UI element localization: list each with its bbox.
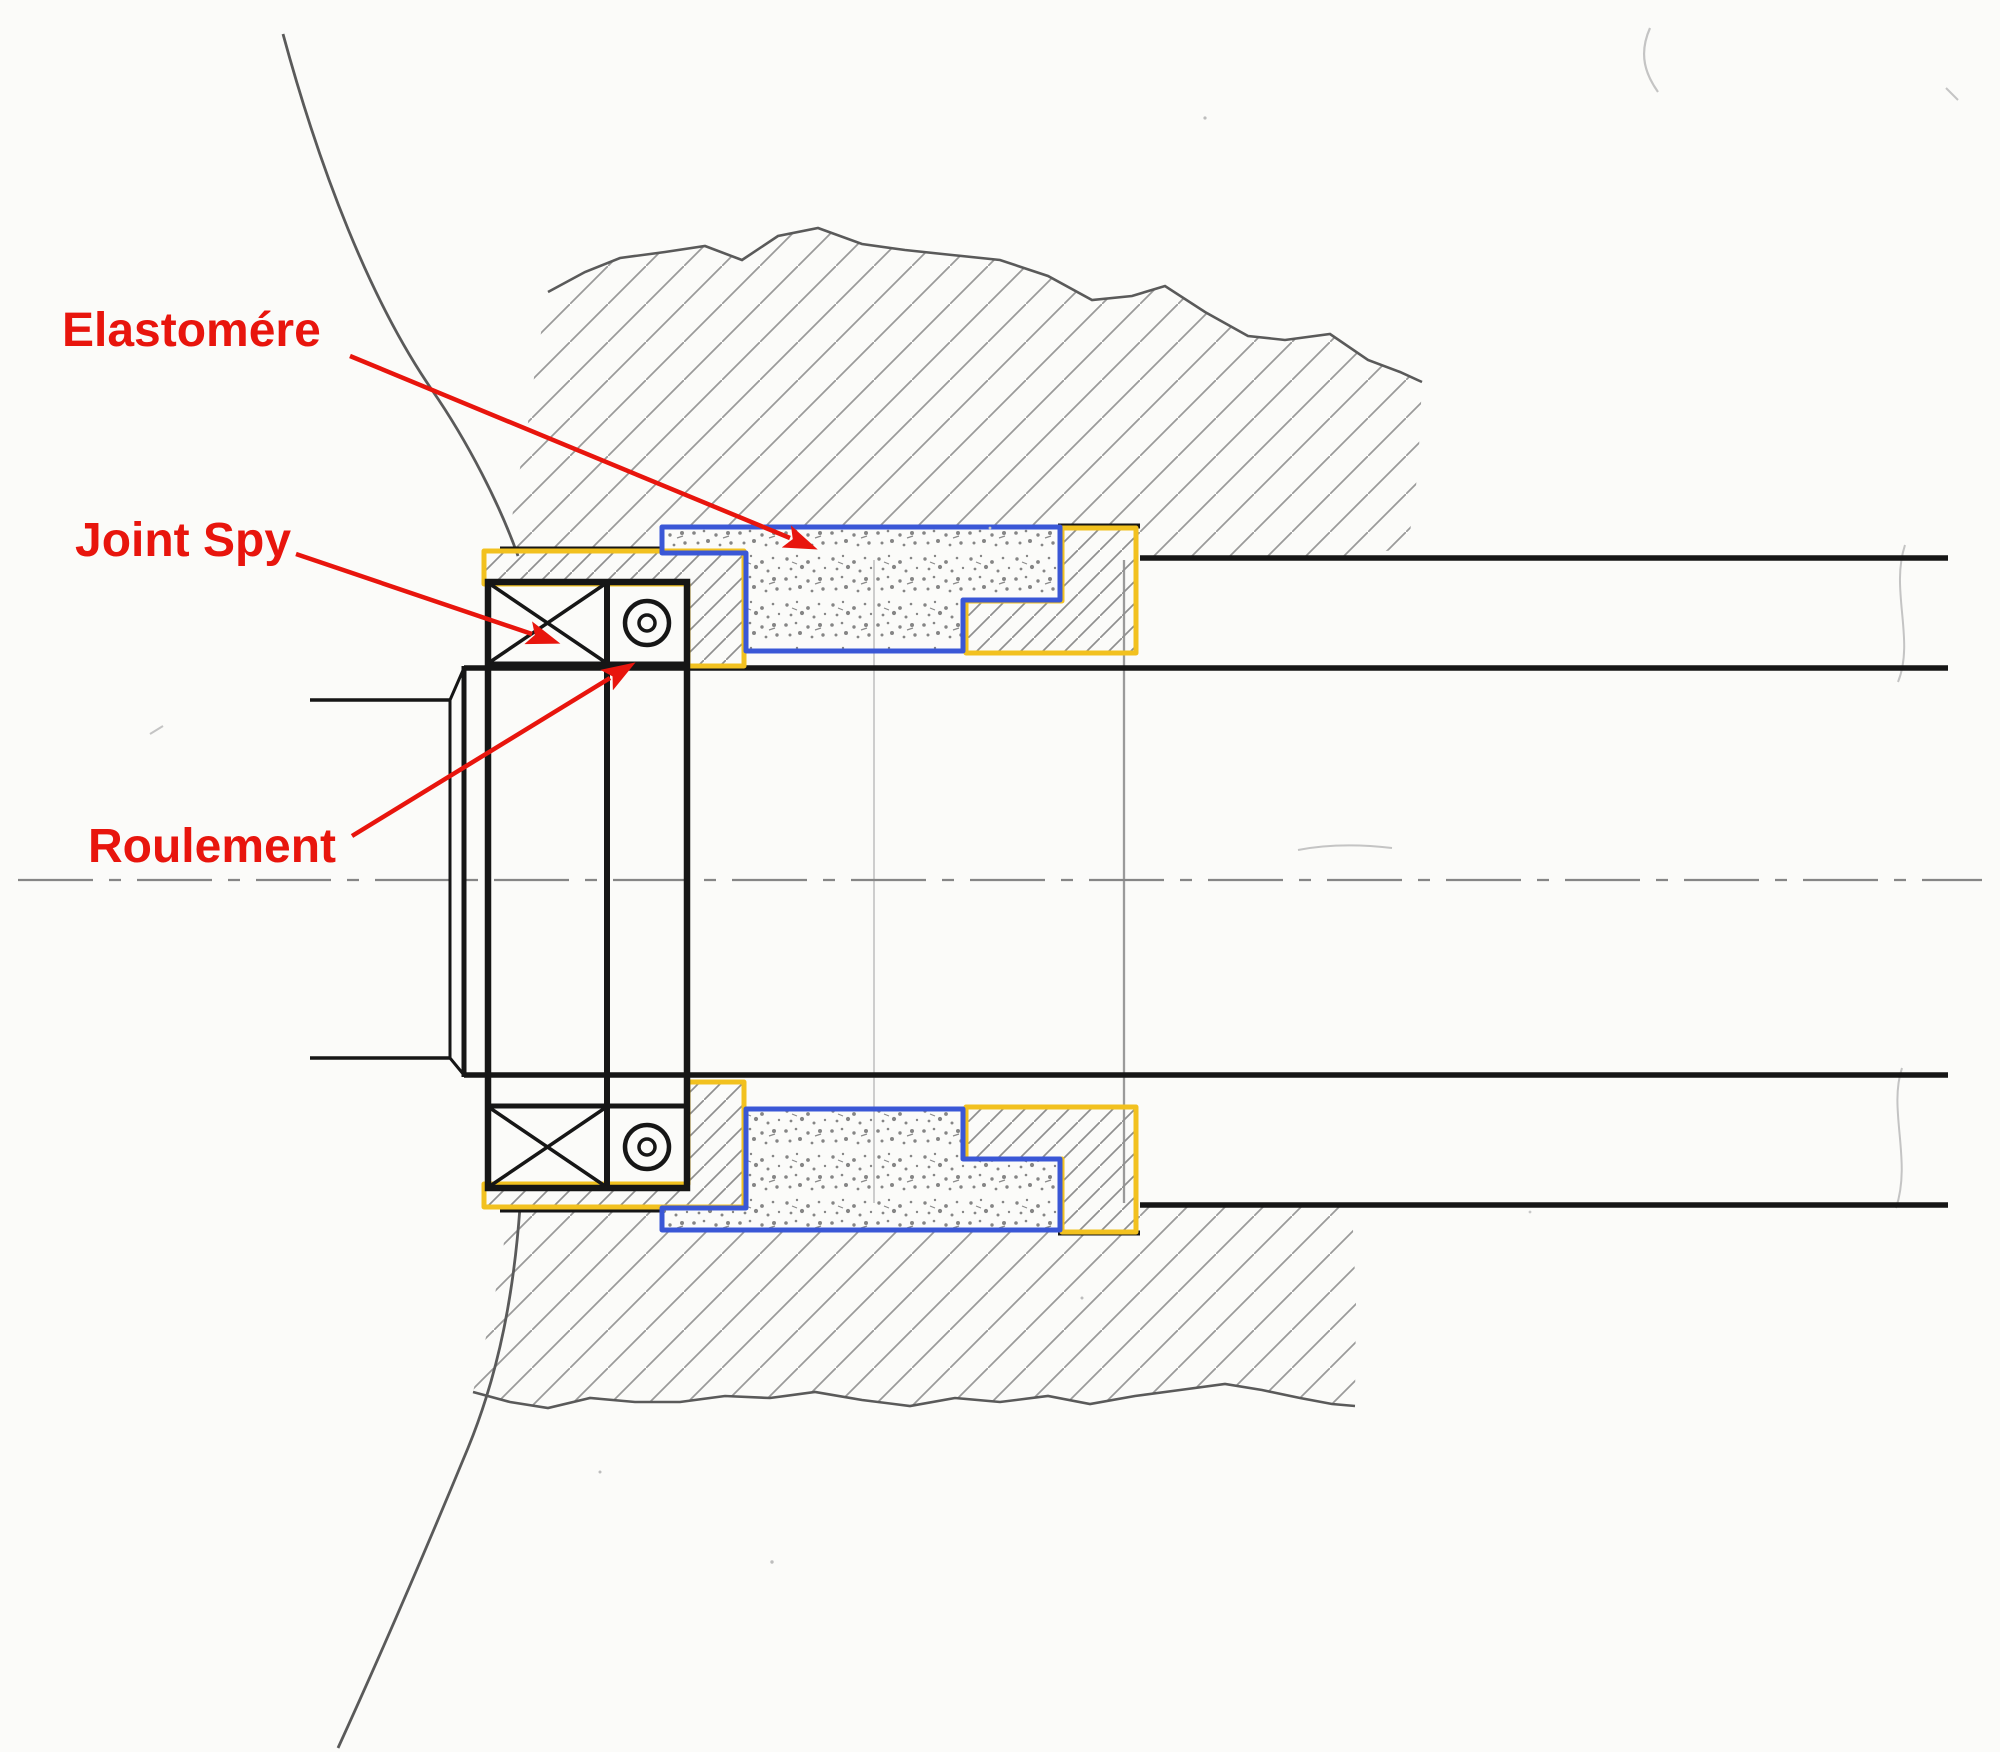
stray-dot <box>770 1560 774 1564</box>
stray-tick <box>149 725 164 735</box>
shaft <box>310 555 1948 1208</box>
lip-seal-crossed-box-top <box>489 582 606 664</box>
bearing-ball-bottom <box>622 1122 672 1172</box>
lip-seal-crossed-box-bottom <box>489 1106 606 1188</box>
stray-marks <box>149 27 1959 1564</box>
bearing-ball-bottom-inner <box>637 1137 657 1157</box>
joint-spy-label: Joint Spy <box>75 514 291 567</box>
elastomer-bottom <box>659 1106 1063 1233</box>
elastomer-arrow <box>349 353 818 550</box>
pencil-smudge <box>1297 844 1393 851</box>
elastomer-group <box>659 524 1063 1233</box>
joint-spy-arrow <box>295 551 561 645</box>
shaft-break-curve-top-right <box>1897 544 1906 683</box>
shaft-chamfer <box>448 1057 466 1076</box>
annotations: Elastomére Joint Spy Roulement <box>62 304 818 873</box>
lower-housing-broken-edge <box>472 1382 1356 1410</box>
stray-dot <box>598 1470 602 1474</box>
bearing-assembly <box>484 578 691 1192</box>
housing-section <box>281 33 1423 1749</box>
shaft-break-curve-bottom-right <box>1895 1067 1903 1209</box>
stray-hook-mark <box>1642 27 1659 93</box>
lower-housing-hatch <box>473 1206 1356 1408</box>
elastomer-label: Elastomére <box>62 304 321 357</box>
roulement-arrow <box>350 662 636 838</box>
bearing-ball-top <box>622 598 672 648</box>
stray-dot <box>1080 1296 1084 1300</box>
shaft-chamfer <box>448 667 466 701</box>
bearing-ball-top-inner <box>637 613 657 633</box>
stray-tick <box>1945 87 1959 101</box>
stray-dot <box>1528 1210 1532 1214</box>
seal-carrier-top-left <box>481 548 747 669</box>
housing-break-curve-bottom <box>336 1206 522 1749</box>
housing-break-curve-top <box>281 33 520 557</box>
roulement-label: Roulement <box>88 820 336 873</box>
upper-housing-broken-edge <box>547 226 1423 384</box>
stray-dot <box>988 526 992 530</box>
stray-dot <box>1203 116 1207 120</box>
bearing-outer-box <box>484 578 691 1192</box>
upper-housing-hatch <box>507 228 1422 556</box>
